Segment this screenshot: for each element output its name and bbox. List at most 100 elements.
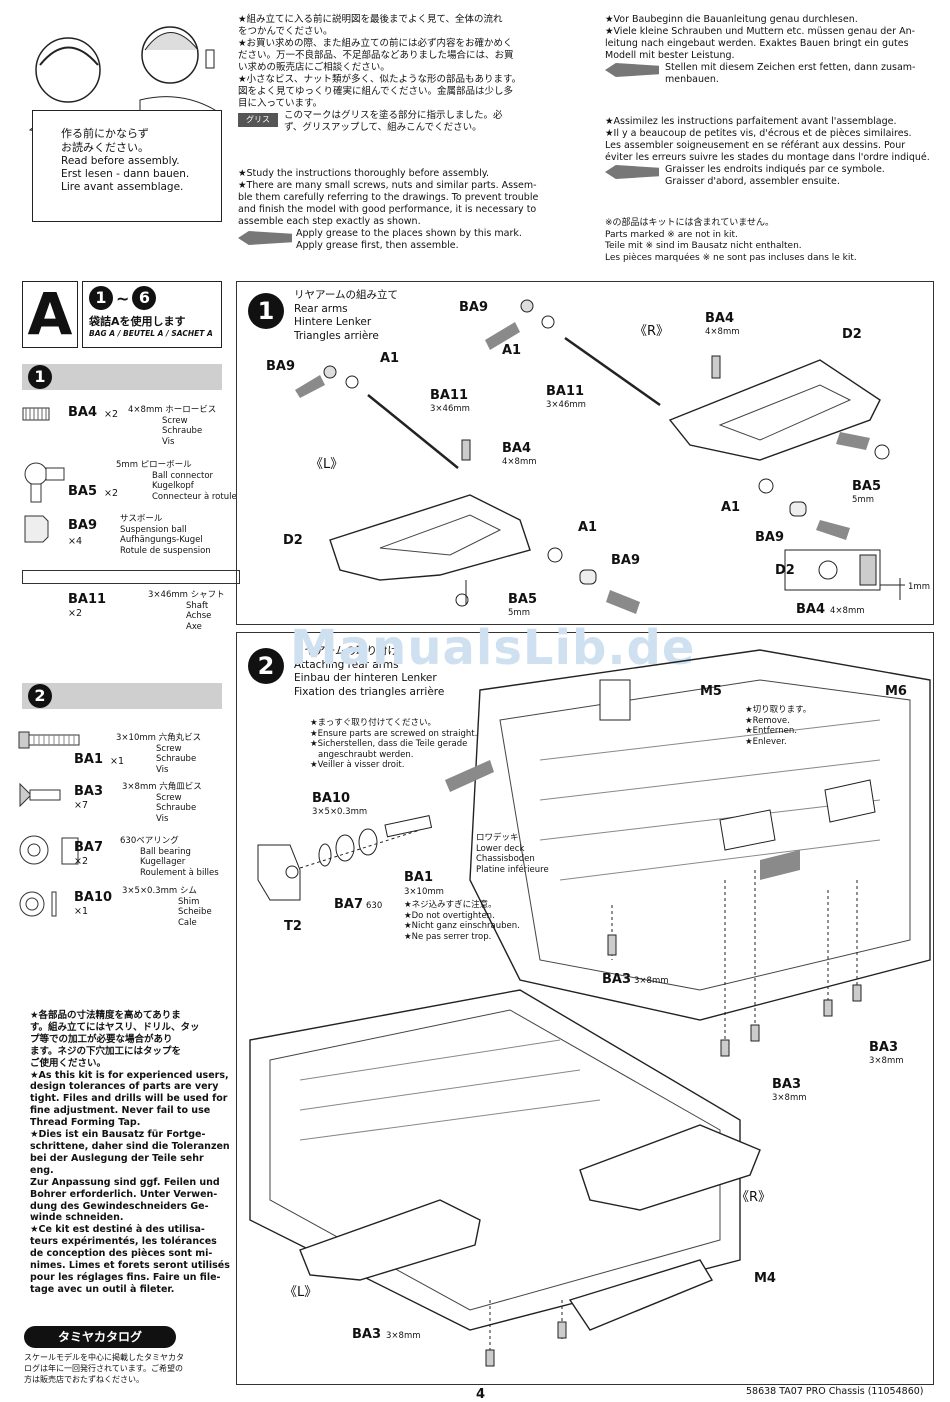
label-ba11-a: BA11 [546, 384, 585, 399]
label-ba4-b: BA4 [705, 311, 735, 326]
label-ba11-a-size: 3×46mm [546, 400, 586, 410]
label-r: 《R》 [634, 324, 670, 339]
catalog-text: スケールモデルを中心に掲載したタミヤカタログは年に一回発行されています。ご希望の… [24, 1353, 184, 1384]
label-ba1-size: 3×10mm [404, 887, 444, 897]
catalog-badge: タミヤカタログ [24, 1326, 176, 1348]
side-note: ★各部品の寸法精度を高めてあります。組み立てにはヤスリ、ドリル、タップ等での加工… [30, 1010, 230, 1295]
step1-number: 1 [248, 293, 284, 329]
label-a1-b: A1 [380, 351, 400, 366]
label-m6: M6 [885, 684, 907, 699]
label-ba5-b: BA5 [508, 592, 538, 607]
watermark: ManualsLib.de [290, 620, 696, 676]
notes-en: ★Study the instructions thoroughly befor… [238, 168, 539, 251]
label-d2-c: D2 [775, 563, 795, 578]
notes-jp: ★組み立てに入る前に説明図を最後までよく見て、全体の流れ をつかんでください。 … [238, 14, 522, 133]
label-r2: 《R》 [736, 1190, 772, 1205]
screw-icon [22, 407, 50, 421]
label-d2-b: D2 [283, 533, 303, 548]
label-l: 《L》 [310, 457, 344, 472]
intro-illustration: 作る前にかならず お読みください。 Read before assembly. … [20, 10, 225, 225]
intro-en: Read before assembly. [61, 155, 180, 167]
suspension-ball-icon [24, 515, 49, 543]
intro-jp: 作る前にかならず お読みください。 [61, 127, 149, 154]
label-ba3-d: BA3 [352, 1327, 382, 1342]
label-ba3-a-size: 3×8mm [634, 976, 669, 986]
grease-mark-icon [605, 63, 659, 77]
bag-jp: 袋詰Aを使用します [89, 315, 186, 328]
grease-mark-icon [238, 231, 292, 245]
grease-tag: グリス [238, 113, 278, 127]
label-ba1: BA1 [404, 870, 434, 885]
label-ba3-c-size: 3×8mm [772, 1093, 807, 1103]
range-to-badge: 6 [132, 286, 157, 310]
label-ba3-a: BA3 [602, 972, 632, 987]
label-ba9-c: BA9 [755, 530, 785, 545]
label-d2-a: D2 [842, 327, 862, 342]
label-ba4-d-size: 4×8mm [830, 606, 865, 616]
intro-de: Erst lesen - dann bauen. [61, 168, 190, 180]
label-ba3-b-size: 3×8mm [869, 1056, 904, 1066]
label-ba9-d: BA9 [611, 553, 641, 568]
notes-de: ★Vor Baubeginn die Bauanleitung genau du… [605, 14, 916, 85]
label-ba5-a-size: 5mm [852, 495, 874, 505]
step2-parts-bar: 2 [22, 683, 222, 709]
label-l2: 《L》 [284, 1285, 318, 1300]
label-ba5-a: BA5 [852, 479, 882, 494]
range-from-badge: 1 [89, 286, 113, 310]
note-overtighten: ★ネジ込みすぎに注意。★Do not overtighten.★Nicht ga… [404, 900, 520, 942]
label-1mm: 1mm [908, 582, 930, 592]
bag-multi: BAG A / BEUTEL A / SACHET A [89, 329, 213, 338]
ball-connector-icon [24, 462, 48, 486]
page-number: 4 [476, 1387, 486, 1402]
label-ba4-d: BA4 [796, 602, 826, 617]
label-a1-d: A1 [578, 520, 598, 535]
label-ba4-c-size: 4×8mm [502, 457, 537, 467]
label-ba3-b: BA3 [869, 1040, 899, 1055]
intro-fr: Lire avant assemblage. [61, 181, 184, 193]
grease-mark-icon [605, 165, 659, 179]
step2-panel [236, 632, 934, 1385]
intro-card: 作る前にかならず お読みください。 Read before assembly. … [32, 110, 222, 222]
shaft-icon [22, 570, 240, 584]
label-m4: M4 [754, 1271, 776, 1286]
label-ba11-b: BA11 [430, 388, 469, 403]
note-straight: ★まっすぐ取り付けてください。★Ensure parts are screwed… [310, 718, 478, 770]
note-cut: ★切り取ります。★Remove.★Entfernen.★Enlever. [745, 705, 812, 747]
footer-code: 58638 TA07 PRO Chassis (11054860) [746, 1386, 924, 1397]
label-ba3-d-size: 3×8mm [386, 1331, 421, 1341]
step1-panel [236, 281, 934, 625]
bag-info-box: 1 ~ 6 袋詰Aを使用します BAG A / BEUTEL A / SACHE… [82, 281, 222, 348]
not-in-kit-note: ※の部品はキットには含まれていません。 Parts marked ※ are n… [605, 218, 857, 263]
notes-fr: ★Assimilez les instructions parfaitement… [605, 116, 930, 187]
label-ba10-size: 3×5×0.3mm [312, 807, 368, 817]
label-ba11-b-size: 3×46mm [430, 404, 470, 414]
step1-parts-bar: 1 [22, 364, 222, 390]
label-a1-c: A1 [721, 500, 741, 515]
label-m5: M5 [700, 684, 722, 699]
label-ba7: BA7 [334, 897, 364, 912]
label-ba7-size: 630 [366, 901, 383, 911]
label-t2: T2 [284, 919, 302, 934]
range-sep: ~ [116, 288, 130, 308]
label-ba9-a: BA9 [459, 300, 489, 315]
label-ba4-c: BA4 [502, 441, 532, 456]
hex-screw-icon [18, 731, 30, 749]
step2-number: 2 [248, 648, 284, 684]
countersunk-screw-icon [19, 782, 31, 808]
label-ba9-b: BA9 [266, 359, 296, 374]
label-ba3-c: BA3 [772, 1077, 802, 1092]
label-a1-a: A1 [502, 343, 522, 358]
bag-letter-box: A [22, 281, 78, 348]
label-ba5-b-size: 5mm [508, 608, 530, 618]
